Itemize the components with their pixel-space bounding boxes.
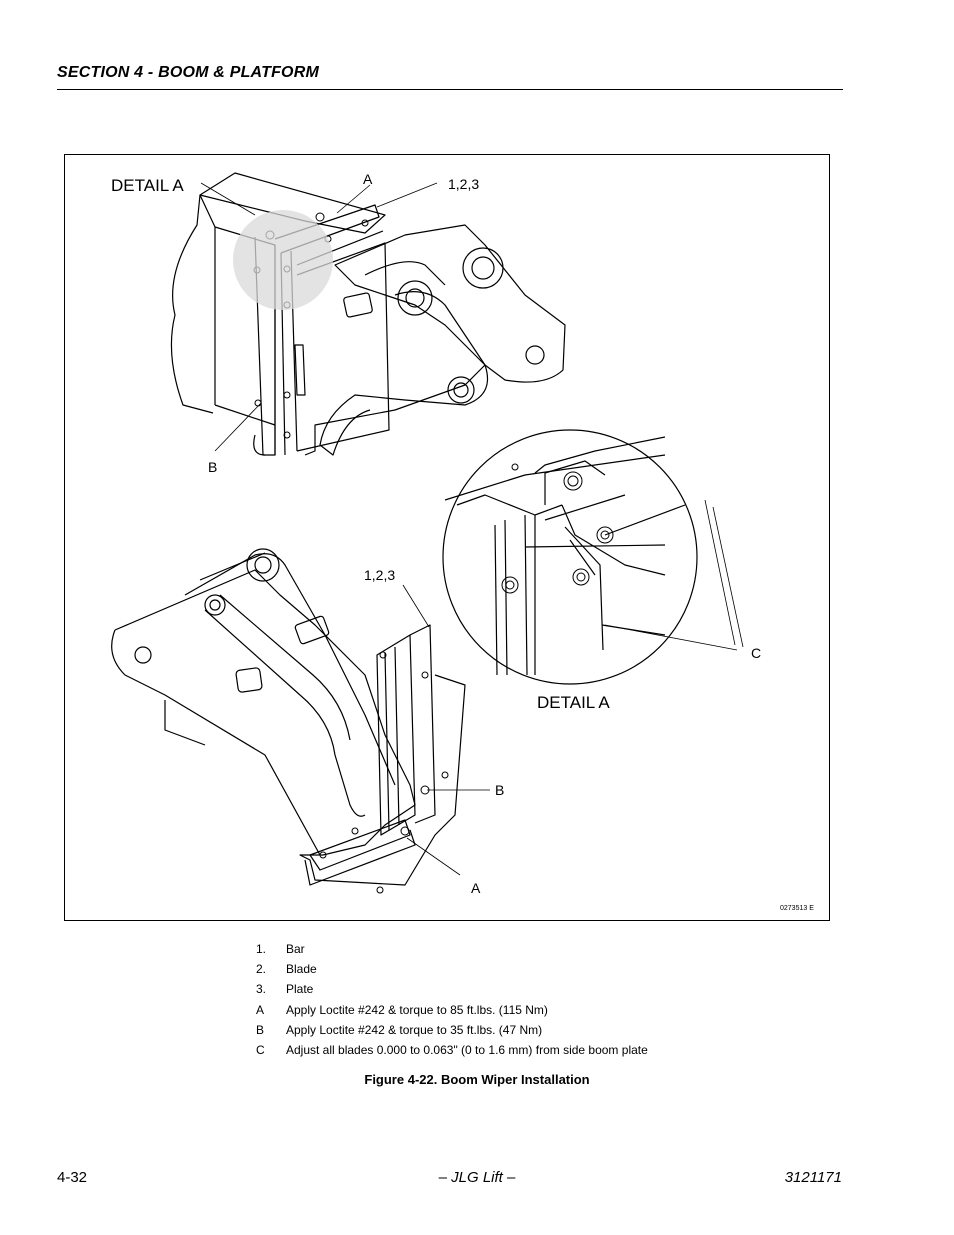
legend-item: C Adjust all blades 0.000 to 0.063" (0 t… [256, 1040, 648, 1060]
legend-item: B Apply Loctite #242 & torque to 35 ft.l… [256, 1020, 648, 1040]
legend-key: A [256, 1002, 265, 1017]
bottom-assembly [111, 548, 466, 886]
detail-a-inset-label: DETAIL A [537, 693, 610, 712]
detail-a-highlight [233, 210, 333, 310]
figure-frame: DETAIL A A 1,2,3 B 1,2,3 C DETAIL A B A … [64, 154, 830, 921]
legend-key: 1. [256, 942, 267, 957]
detail-a-bolts [501, 463, 614, 594]
legend-text: Apply Loctite #242 & torque to 35 ft.lbs… [286, 1022, 543, 1037]
section-title: SECTION 4 - BOOM & PLATFORM [57, 64, 319, 81]
callout-b-top: B [208, 459, 217, 475]
figure-caption: Figure 4-22. Boom Wiper Installation [364, 1072, 590, 1087]
page-number: 4-32 [57, 1169, 88, 1186]
detail-a-label: DETAIL A [111, 176, 184, 195]
legend-item: 3. Plate [256, 979, 648, 999]
detail-a-inset [442, 429, 698, 685]
bottom-bolts [319, 651, 449, 894]
callout-123-bottom: 1,2,3 [364, 567, 395, 583]
legend-item: A Apply Loctite #242 & torque to 85 ft.l… [256, 1000, 648, 1020]
legend-text: Blade [286, 962, 317, 977]
publisher: – JLG Lift – [438, 1169, 516, 1186]
callout-a-bottom: A [471, 880, 481, 896]
legend-key: 3. [256, 982, 267, 997]
header-divider [57, 89, 843, 90]
legend-text: Apply Loctite #242 & torque to 85 ft.lbs… [286, 1002, 548, 1017]
callout-123-top: 1,2,3 [448, 176, 479, 192]
legend-key: C [256, 1043, 265, 1058]
legend-key: B [256, 1022, 265, 1037]
callout-b-bottom: B [495, 782, 504, 798]
top-assembly [170, 172, 566, 456]
legend-text: Adjust all blades 0.000 to 0.063" (0 to … [286, 1043, 648, 1058]
legend-text: Bar [286, 942, 305, 957]
drawing-number: 0273513 E [780, 905, 814, 912]
callout-a-top: A [363, 171, 373, 187]
callout-c: C [751, 645, 761, 661]
figure-legend: 1. Bar 2. Blade 3. Plate A Apply Loctite… [256, 939, 648, 1060]
legend-text: Plate [286, 982, 314, 997]
document-number: 3121171 [784, 1169, 842, 1186]
legend-item: 1. Bar [256, 939, 648, 959]
legend-item: 2. Blade [256, 959, 648, 979]
boom-wiper-drawing: DETAIL A A 1,2,3 B 1,2,3 C DETAIL A B A … [111, 171, 814, 912]
legend-key: 2. [256, 962, 267, 977]
